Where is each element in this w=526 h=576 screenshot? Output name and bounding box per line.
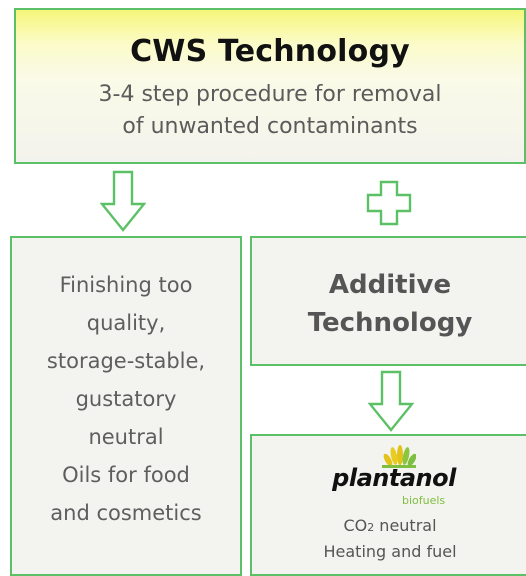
cws-subtitle-line1: 3-4 step procedure for removal [98, 82, 442, 107]
co2-subscript: 2 [367, 521, 375, 534]
plantanol-box: plantanol biofuels CO2 neutral Heating a… [250, 434, 526, 576]
finishing-quality-box: Finishing too quality, storage-stable, g… [10, 236, 242, 576]
plantanol-brand-sub: biofuels [402, 494, 446, 507]
cws-subtitle: 3-4 step procedure for removal of unwant… [16, 79, 524, 143]
co2-suffix: neutral [374, 516, 437, 535]
co2-neutral-text: CO2 neutral [252, 516, 526, 535]
additive-technology-text: Additive Technology [307, 270, 473, 338]
arrow-down-icon [100, 170, 146, 232]
additive-technology-box: Additive Technology [250, 236, 526, 366]
cws-title: CWS Technology [130, 34, 410, 69]
cws-technology-box: CWS Technology 3-4 step procedure for re… [14, 8, 526, 164]
heating-fuel-text: Heating and fuel [323, 542, 457, 561]
plantanol-logo-icon [382, 445, 416, 468]
arrow-down-icon [368, 370, 414, 432]
co2-prefix: CO [343, 516, 368, 535]
finishing-quality-text: Finishing too quality, storage-stable, g… [46, 273, 206, 525]
plantanol-brand-name: plantanol [332, 464, 456, 492]
cws-subtitle-line2: of unwanted contaminants [122, 114, 418, 139]
plus-icon [366, 180, 412, 226]
